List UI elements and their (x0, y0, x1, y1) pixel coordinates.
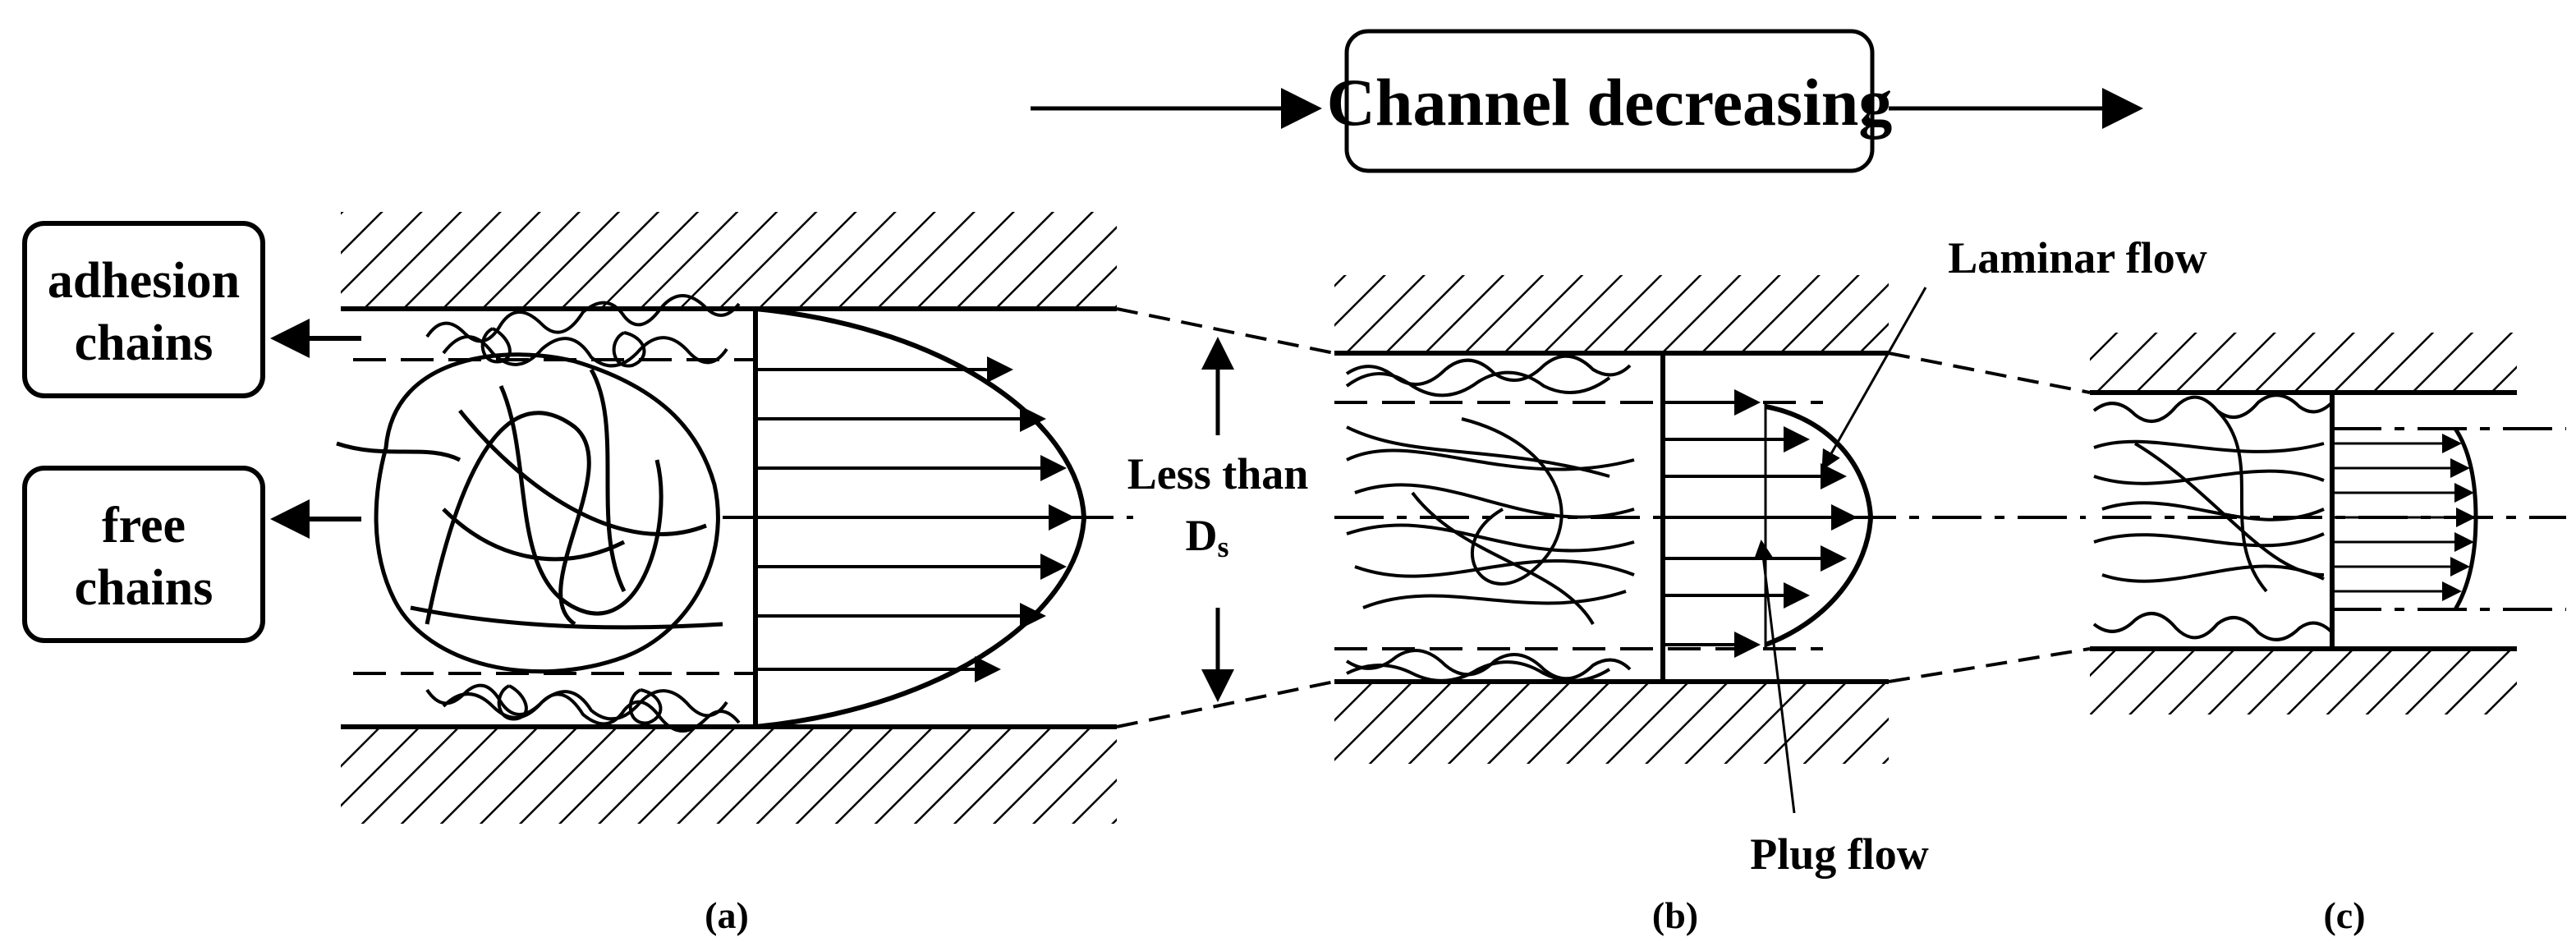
taper-bottom-ab (1116, 680, 1335, 728)
plug-flow-label: Plug flow (1750, 829, 1929, 879)
channel-b (1334, 275, 2086, 764)
velocity-profile-a (755, 306, 1087, 729)
taper-top-ab (1116, 307, 1335, 355)
free-chain-coil-a (336, 352, 723, 674)
title-group: Channel decreasing (1031, 29, 2143, 173)
less-than-ds-annotation: Less than Ds (1127, 337, 1309, 702)
wall-a-top-hatch (341, 212, 1117, 309)
adhesion-label-line2: chains (75, 315, 214, 371)
less-than-label: Less than (1127, 449, 1309, 498)
title-box (1344, 29, 1875, 173)
velocity-arrows-a (755, 356, 1075, 682)
velocity-profile-c (2453, 427, 2478, 611)
laminar-flow-pointer (1821, 287, 1927, 471)
wall-c-bottom-hatch (2090, 649, 2517, 714)
velocity-arrows-c (2332, 434, 2476, 601)
channel-a (336, 212, 1133, 824)
velocity-profile-b (1764, 404, 1874, 647)
adhesion-chains-box: adhesion chains (22, 221, 265, 398)
free-label-line1: free (102, 498, 186, 554)
wall-b-bottom-hatch (1334, 682, 1889, 764)
panel-label-c: (c) (2323, 894, 2365, 936)
ds-label: Ds (1185, 511, 1228, 563)
free-chains-box: free chains (22, 466, 265, 643)
taper-bottom-bc (1888, 647, 2091, 683)
wall-c-top-hatch (2090, 333, 2517, 393)
panel-label-b: (b) (1652, 894, 1698, 936)
panel-label-a: (a) (705, 894, 749, 936)
plug-flow-pointer (1753, 540, 1796, 814)
velocity-arrows-b (1663, 389, 1857, 658)
wall-a-bottom-hatch (341, 727, 1117, 824)
chain-tangle-b (1345, 354, 1635, 682)
title-text: Channel decreasing (1327, 65, 1893, 140)
laminar-flow-label: Laminar flow (1948, 233, 2207, 283)
adhesion-tangle-a-top (425, 294, 741, 368)
channel-c (2090, 333, 2566, 714)
free-label-line2: chains (75, 560, 214, 616)
chain-tangle-c (2092, 393, 2334, 641)
adhesion-label-line1: adhesion (48, 253, 240, 309)
adhesion-tangle-a-bottom (425, 683, 741, 733)
taper-top-bc (1888, 351, 2091, 394)
wall-b-top-hatch (1334, 275, 1889, 353)
